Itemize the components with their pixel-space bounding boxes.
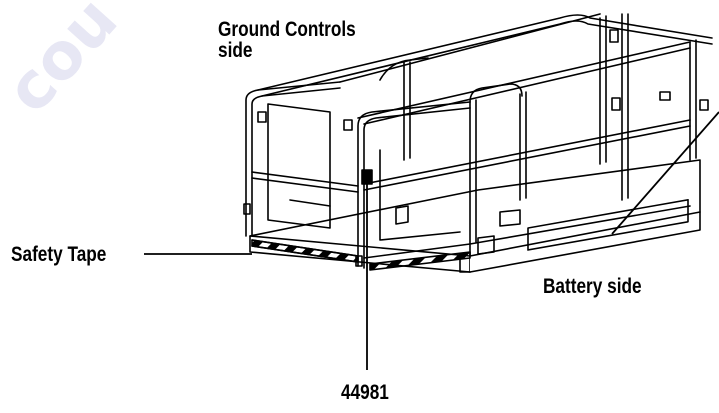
- ground-controls-label-line1: Ground Controls: [218, 18, 356, 41]
- top-rail: [357, 41, 691, 119]
- mid-rail: [363, 119, 691, 185]
- ground-controls-label-line2: side: [218, 39, 253, 62]
- safety-tape-side: [369, 251, 471, 271]
- front-post-right: [357, 101, 471, 267]
- part-number-label: 44981: [341, 381, 389, 404]
- battery-label-plate: [527, 198, 689, 251]
- safety-tape-label: Safety Tape: [11, 243, 107, 266]
- lower-rail: [363, 243, 471, 259]
- battery-side-face: [469, 211, 701, 273]
- battery-label-leader: [611, 111, 719, 235]
- decal-44981: [361, 169, 373, 185]
- front-post-left: [245, 81, 341, 237]
- battery-side-label: Battery side: [543, 275, 642, 298]
- safety-tape-front: [251, 239, 359, 263]
